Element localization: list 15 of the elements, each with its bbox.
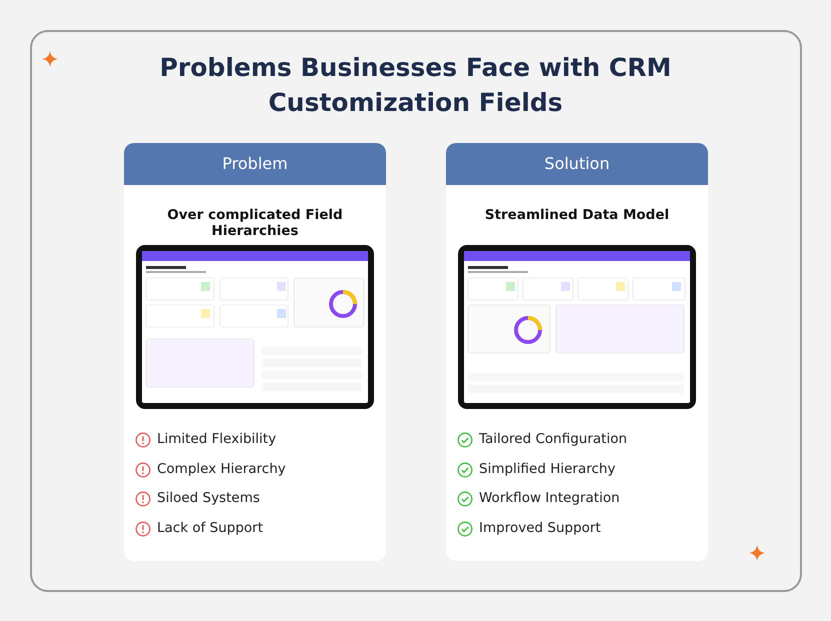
card-header: Problem <box>124 143 386 185</box>
card-header: Solution <box>446 143 708 185</box>
title: Problems Businesses Face with CRM Customization Fields <box>158 52 672 119</box>
comparison-card <box>124 143 386 561</box>
list-item: Siloed Systems <box>157 490 260 506</box>
list-item: Tailored Configuration <box>479 431 628 447</box>
list-item: Complex Hierarchy <box>157 460 286 477</box>
list-item: Improved Support <box>479 520 601 536</box>
list-item: Simplified Hierarchy <box>479 460 616 477</box>
comparison-card <box>446 143 708 561</box>
list-item: Lack of Support <box>157 520 263 536</box>
list-item: Limited Flexibility <box>157 431 276 447</box>
list-item: Workflow Integration <box>479 490 620 506</box>
card-subtitle: Over complicated Field Hierarchies <box>166 207 344 239</box>
card-subtitle: Streamlined Data Model <box>484 207 670 223</box>
